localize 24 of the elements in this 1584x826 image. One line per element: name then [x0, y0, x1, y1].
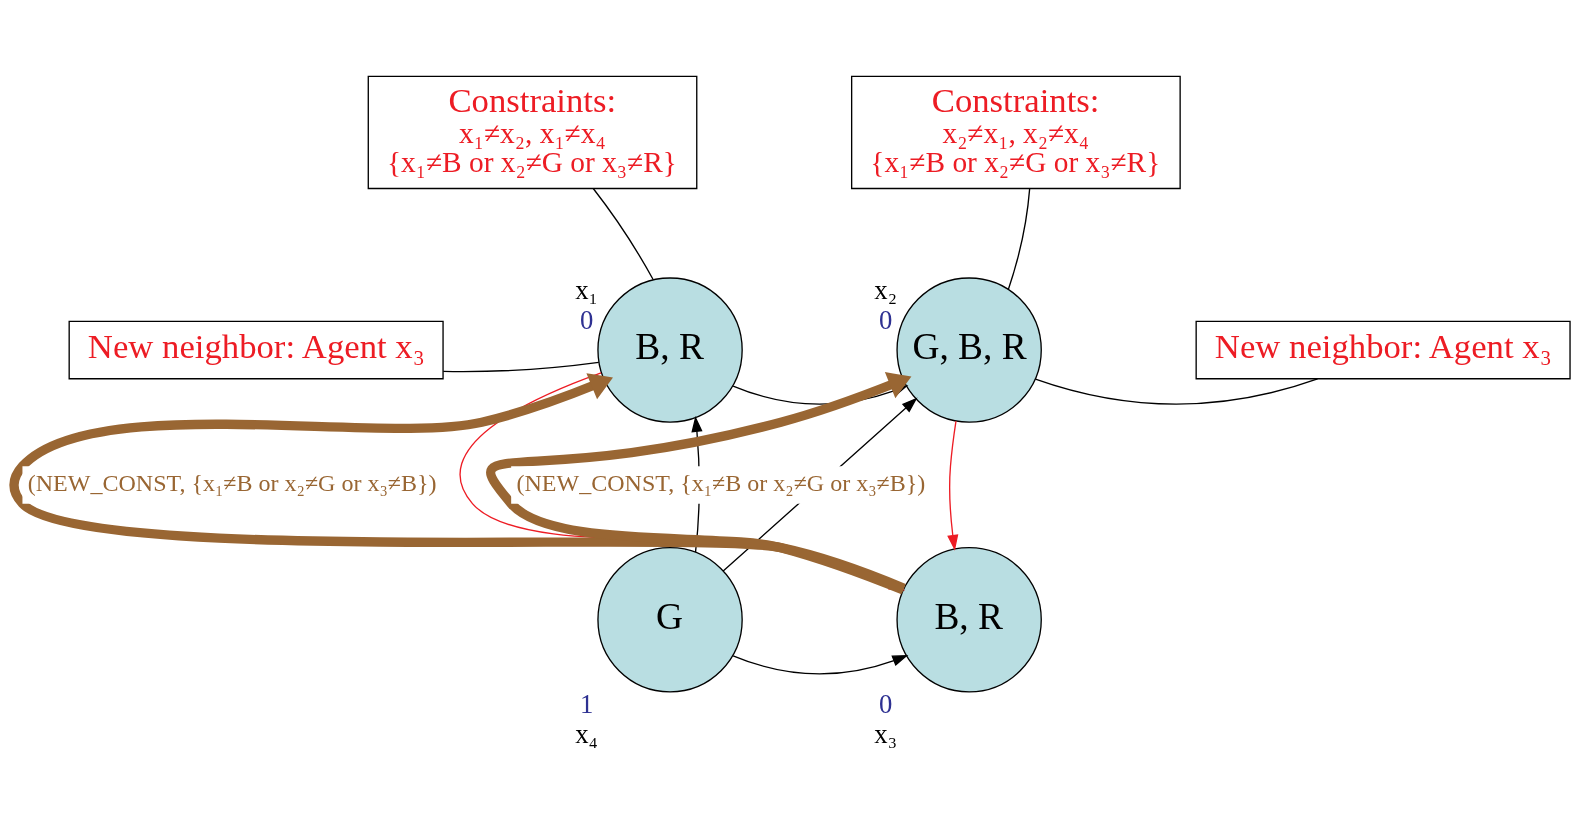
- connector: [1034, 377, 1319, 405]
- node-label: 0: [579, 304, 594, 335]
- node-box: Constraints: x₂≠x₁, x₂≠x₄ {x₁≠B or x₂≠G or x₃≠R}: [851, 75, 1181, 189]
- edge-label: (NEW_CONST, {x₁≠B or x₂≠G or x₃≠B}): [516, 469, 926, 496]
- node-label: x₁: [575, 274, 598, 305]
- node-box: New neighbor: Agent x₃: [1195, 320, 1571, 379]
- connector: [1007, 187, 1031, 290]
- node-box: Constraints: x₁≠x₂, x₁≠x₄ {x₁≠B or x₂≠G or x₃≠R}: [367, 75, 698, 189]
- node-label: x₄: [575, 718, 598, 749]
- node-circle: G: [597, 546, 743, 693]
- node-label: 0: [879, 304, 893, 335]
- node-circle: B, R: [597, 276, 743, 423]
- connector: [442, 361, 600, 372]
- node-label: x₃: [874, 718, 898, 749]
- connector: [592, 187, 654, 280]
- node-circle: G, B, R: [896, 276, 1042, 423]
- arrow: [947, 419, 959, 551]
- arrow: [732, 654, 909, 674]
- node-label: x₂: [874, 274, 898, 305]
- node-box: New neighbor: Agent x₃: [68, 320, 444, 379]
- edge-label: (NEW_CONST, {x₁≠B or x₂≠G or x₃≠B}): [27, 469, 437, 496]
- node-label: 1: [579, 688, 594, 719]
- node-label: 0: [879, 688, 893, 719]
- node-circle: B, R: [896, 546, 1042, 693]
